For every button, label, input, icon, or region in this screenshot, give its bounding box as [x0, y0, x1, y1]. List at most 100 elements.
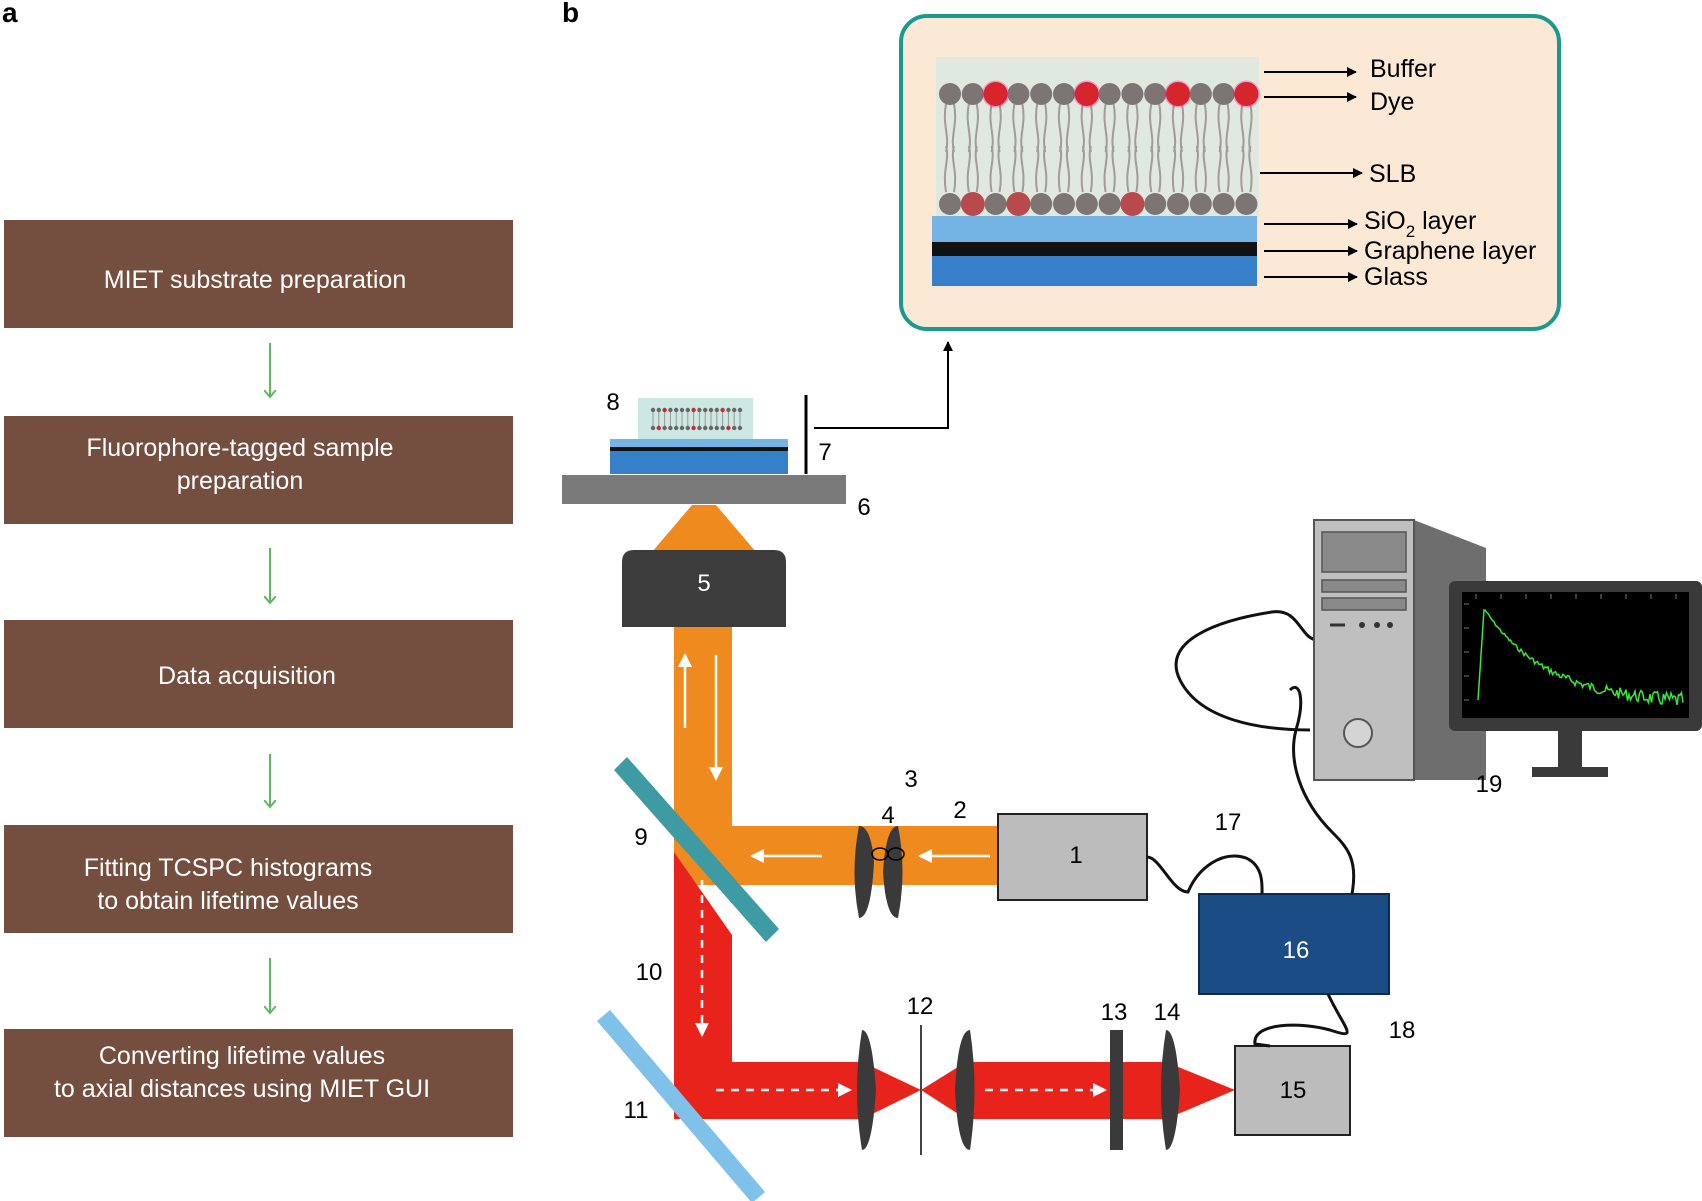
- mini-lipid-head: [668, 425, 673, 431]
- cable-computer: [1288, 686, 1356, 895]
- emission-focus-detector: [1166, 1062, 1235, 1119]
- label-15: 15: [1280, 1077, 1307, 1104]
- emission-converging: [862, 1062, 921, 1119]
- graphene-label: Graphene layer: [1364, 237, 1536, 265]
- step-2-line-2: preparation: [177, 467, 303, 495]
- workflow-step-2: Fluorophore-tagged sample preparation: [4, 416, 513, 524]
- lens-3a: [854, 826, 874, 918]
- mini-lipid-head: [708, 407, 714, 413]
- step-3-line-1: Data acquisition: [158, 662, 336, 690]
- lipid-tail: [1157, 145, 1162, 193]
- glass-label: Glass: [1364, 263, 1428, 291]
- lipid-tail: [1194, 145, 1199, 193]
- monitor: [1449, 581, 1702, 777]
- label-16: 16: [1283, 937, 1310, 964]
- step-4-line-1: Fitting TCSPC histograms: [84, 854, 373, 882]
- screen-axis-ticks: [1464, 594, 1677, 701]
- panel-a-label: a: [2, 0, 18, 28]
- lipid-head: [1144, 83, 1167, 105]
- mini-lipid-head: [679, 407, 685, 413]
- step-1-line-1: MIET substrate preparation: [104, 266, 406, 294]
- mini-lipid-head: [650, 407, 656, 413]
- mini-lipid-head: [726, 407, 731, 413]
- lens-tube-1: [857, 1030, 876, 1150]
- mini-lipid-head: [737, 425, 743, 431]
- lipid-tail: [1103, 145, 1108, 193]
- mini-lipid-head: [656, 407, 661, 413]
- sio2-label-prefix: SiO: [1364, 207, 1406, 235]
- lens-tube-2: [955, 1030, 975, 1150]
- label-3: 3: [904, 766, 917, 793]
- label-6: 6: [857, 494, 870, 521]
- pinhole-4-right: [887, 847, 905, 861]
- sio2-layer: [932, 216, 1257, 242]
- label-2: 2: [953, 797, 966, 824]
- objective-lens: [622, 550, 786, 627]
- lipid-tail: [1126, 145, 1131, 193]
- label-10: 10: [636, 959, 663, 986]
- workflow-step-4: Fitting TCSPC histograms to obtain lifet…: [4, 825, 513, 933]
- lipid-head: [1235, 193, 1258, 215]
- lipid-head: [1007, 83, 1030, 105]
- lipid-tail: [1171, 145, 1177, 193]
- lipid-head: [1030, 83, 1053, 105]
- label-17: 17: [1215, 809, 1242, 836]
- mini-lipid-head: [668, 407, 673, 413]
- lipid-tail: [1149, 145, 1154, 193]
- cable-computer-loop: [1174, 610, 1319, 732]
- lipid-tail: [1012, 145, 1017, 193]
- sample-chamber: [638, 398, 753, 440]
- step-2-line-1: Fluorophore-tagged sample: [86, 434, 393, 462]
- mini-lipid-head: [674, 425, 679, 431]
- glass-layer: [932, 256, 1257, 286]
- graphene-layer: [932, 242, 1257, 256]
- label-1: 1: [1069, 842, 1082, 869]
- dye-molecule: [1164, 80, 1192, 108]
- label-19: 19: [1476, 771, 1503, 798]
- cable-17: [1146, 854, 1264, 895]
- lipid-head: [984, 193, 1007, 215]
- mini-lipid-head: [737, 407, 743, 413]
- sample-graphene: [610, 447, 788, 451]
- mini-lipid-head: [720, 425, 725, 431]
- label-18: 18: [1389, 1017, 1416, 1044]
- lipid-tail: [997, 145, 1002, 193]
- lipid-tail: [1111, 145, 1116, 193]
- filter-13: [1110, 1030, 1123, 1150]
- label-5: 5: [697, 570, 710, 597]
- panel-b-label: b: [562, 0, 579, 28]
- sample-glass: [610, 451, 788, 474]
- lipid-head: [1075, 193, 1098, 215]
- lipid-tail: [1057, 145, 1063, 193]
- label-8: 8: [606, 389, 619, 416]
- lipid-head: [1053, 83, 1075, 105]
- lipid-tail: [943, 145, 949, 193]
- dye-molecule: [1006, 192, 1031, 216]
- emission-diverging: [921, 1062, 966, 1119]
- workflow-step-5: Converting lifetime values to axial dist…: [4, 1029, 513, 1137]
- lipid-heads: [939, 80, 1260, 216]
- lens-3b: [883, 826, 903, 918]
- mini-lipid-head: [685, 407, 690, 413]
- mini-lipid-head: [691, 425, 696, 431]
- lipid-head: [1053, 193, 1075, 215]
- dye-molecule: [1232, 80, 1260, 108]
- mini-lipid-head: [679, 425, 685, 431]
- lipid-tail: [966, 145, 971, 193]
- mini-lipid-head: [726, 425, 731, 431]
- lipid-tail: [1179, 145, 1185, 193]
- dichroic-mirror: [614, 757, 779, 942]
- decay-trace: [1477, 609, 1684, 706]
- lipid-tail: [1248, 145, 1253, 193]
- buffer-label: Buffer: [1370, 55, 1436, 83]
- inset-callout-arrow: [814, 341, 953, 429]
- mini-lipid-head: [703, 407, 708, 413]
- dye-molecule: [960, 192, 985, 216]
- lipid-head: [1098, 193, 1121, 215]
- lipid-head: [1212, 193, 1235, 215]
- label-14: 14: [1154, 999, 1181, 1026]
- label-12: 12: [907, 993, 934, 1020]
- mini-lipid-head: [691, 407, 696, 413]
- dye-molecule: [1073, 80, 1101, 108]
